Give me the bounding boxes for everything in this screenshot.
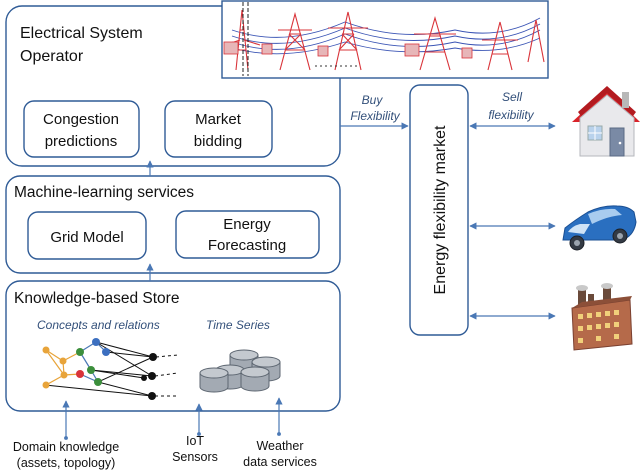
congestion-line1: Congestion <box>43 111 119 128</box>
sell-flexibility-line1: Sell <box>502 90 522 104</box>
forecast-line2: Forecasting <box>208 237 286 254</box>
buy-flexibility-line1: Buy <box>362 93 384 107</box>
weather-line2: data services <box>243 455 317 469</box>
domain-knowledge-line1: Domain knowledge <box>13 440 119 454</box>
energy-flexibility-market-box: Energy flexibility market <box>409 84 469 336</box>
iot-sensors-line2: Sensors <box>172 450 218 464</box>
power-pylons-icon <box>221 0 549 79</box>
concepts-label: Concepts and relations <box>37 318 160 332</box>
grid-model-box: Grid Model <box>27 211 147 260</box>
store-title: Knowledge-based Store <box>14 290 179 307</box>
house-icon <box>572 86 640 157</box>
market-bidding-box: Market bidding <box>164 100 273 158</box>
database-icon <box>199 349 281 393</box>
iot-sensors-line1: IoT <box>186 434 204 448</box>
concept-graph-icon <box>42 338 179 400</box>
market-bidding-line2: bidding <box>194 133 242 150</box>
energy-forecasting-box: Energy Forecasting <box>175 210 320 259</box>
operator-title-line2: Operator <box>20 48 84 65</box>
timeseries-label: Time Series <box>206 318 270 332</box>
market-label: Energy flexibility market <box>432 125 449 295</box>
weather-line1: Weather <box>256 439 303 453</box>
domain-knowledge-line2: (assets, topology) <box>17 456 116 470</box>
arrows <box>62 122 556 440</box>
ml-services-panel: Machine-learning services Grid Model Ene… <box>5 175 341 274</box>
forecast-line1: Energy <box>223 216 271 233</box>
operator-title-line1: Electrical System <box>20 25 143 42</box>
congestion-predictions-box: Congestion predictions <box>23 100 140 158</box>
factory-icon <box>571 283 633 351</box>
knowledge-store-panel: Knowledge-based Store Concepts and relat… <box>5 280 341 412</box>
car-icon <box>562 205 637 251</box>
market-bidding-line1: Market <box>195 111 242 128</box>
sell-flexibility-line2: flexibility <box>488 108 534 122</box>
grid-model-label: Grid Model <box>50 229 123 246</box>
congestion-line2: predictions <box>45 133 118 150</box>
buy-flexibility-line2: Flexibility <box>350 109 400 123</box>
ml-title: Machine-learning services <box>14 184 194 201</box>
